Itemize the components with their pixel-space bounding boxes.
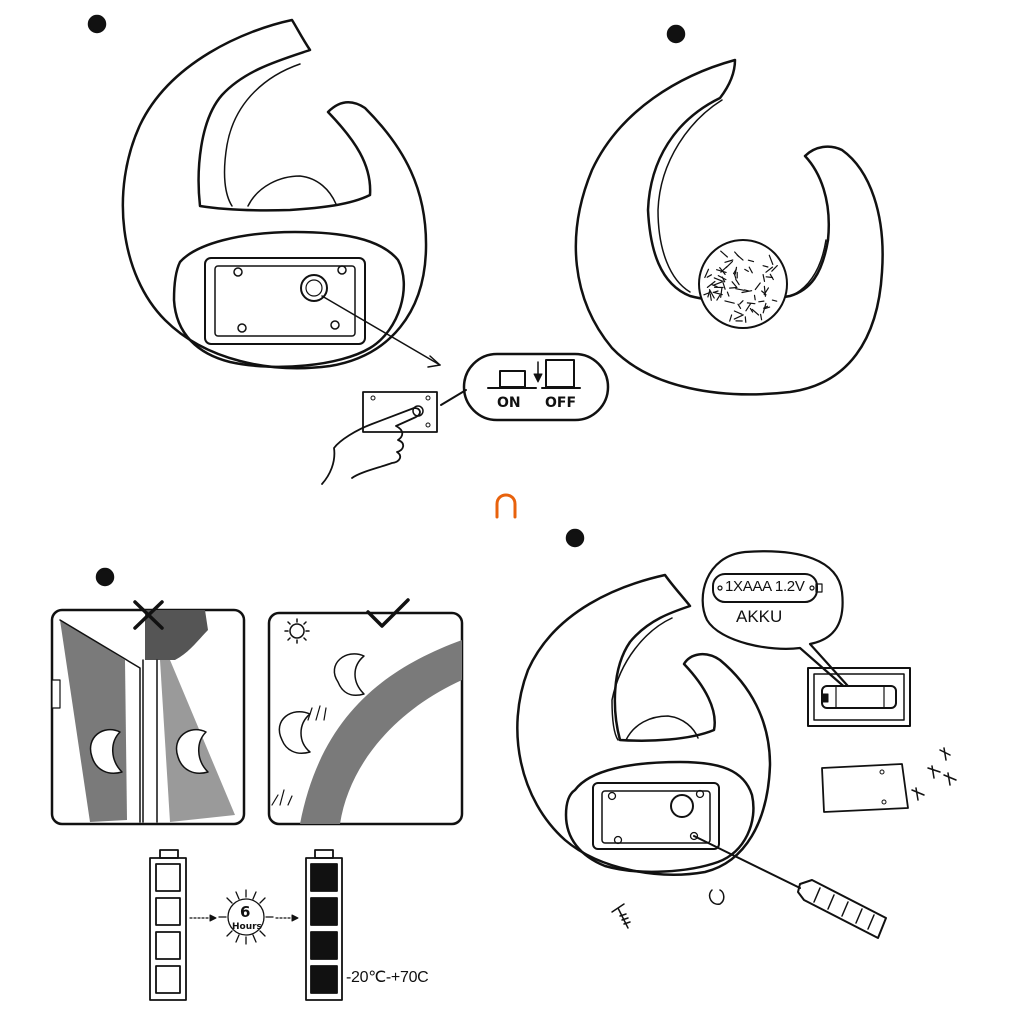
- speckle-mark: [726, 291, 730, 297]
- speckle-mark: [741, 290, 753, 294]
- speckle-mark: [711, 284, 718, 288]
- speckle-mark: [716, 294, 721, 301]
- check-mark-icon: [366, 598, 410, 628]
- speckle-mark: [744, 316, 747, 323]
- lamp-front-step-2: [574, 58, 884, 396]
- battery-empty-icon: [149, 849, 187, 1001]
- speckle-mark: [769, 273, 774, 281]
- lamp-front-step-1: [121, 18, 428, 370]
- speckle-mark: [724, 300, 735, 304]
- battery-type-label: AKKU: [736, 607, 783, 626]
- speckle-mark: [747, 259, 755, 263]
- speckle-mark: [725, 260, 734, 269]
- charging-hours-value: 6: [240, 903, 251, 921]
- speckle-mark: [746, 302, 756, 305]
- battery-compartment: [807, 667, 911, 727]
- screwdriver-icon: [693, 835, 887, 939]
- speckle-mark: [706, 280, 716, 288]
- screw-icon: [611, 903, 631, 929]
- speckle-mark: [736, 254, 744, 261]
- step-1-bullet-icon: [87, 14, 107, 34]
- speckle-mark: [712, 290, 719, 293]
- speckle-mark: [715, 269, 727, 273]
- step-3-bullet-icon: [95, 567, 115, 587]
- speckle-mark: [722, 281, 726, 290]
- speckle-mark: [709, 293, 712, 301]
- battery-callout: [701, 550, 867, 707]
- speckle-mark: [713, 277, 724, 282]
- speckle-mark: [737, 303, 742, 309]
- speckle-mark: [763, 306, 771, 310]
- speckle-mark: [759, 313, 763, 321]
- speckle-mark: [703, 291, 711, 296]
- speckle-mark: [713, 281, 723, 286]
- speckle-mark: [704, 268, 710, 279]
- speckle-mark: [765, 266, 774, 273]
- speckle-mark: [762, 302, 767, 314]
- moon-ball-texture: [703, 250, 778, 323]
- battery-cover: [821, 763, 909, 813]
- speckle-mark: [739, 300, 744, 305]
- speckle-mark: [754, 282, 761, 291]
- speckle-mark: [728, 286, 738, 289]
- leader-arrow: [321, 295, 441, 366]
- speckle-mark: [733, 314, 744, 320]
- speckle-mark: [745, 303, 752, 312]
- placement-bad-panel: [50, 608, 246, 826]
- speckle-mark: [762, 265, 769, 268]
- speckle-mark: [731, 281, 738, 288]
- speckle-mark: [771, 299, 778, 302]
- speckle-mark: [735, 278, 740, 286]
- speckle-mark: [720, 287, 723, 298]
- speckle-mark: [751, 308, 760, 316]
- switch-off-label: OFF: [545, 395, 577, 411]
- speckle-mark: [733, 273, 737, 279]
- speckle-mark: [749, 307, 754, 313]
- speckle-mark: [729, 314, 733, 322]
- sun-charge-icon: [218, 889, 274, 945]
- speckle-mark: [721, 276, 726, 283]
- placement-good-panel: [267, 611, 464, 826]
- speckle-mark: [733, 310, 743, 315]
- speckle-mark: [724, 259, 734, 263]
- speckle-mark: [744, 268, 749, 272]
- speckle-mark: [762, 274, 766, 282]
- speckle-mark: [706, 274, 713, 278]
- speckle-mark: [720, 250, 729, 258]
- switch-callout: [440, 352, 610, 422]
- speckle-mark: [748, 266, 753, 274]
- battery-full-icon: [305, 849, 343, 1001]
- temperature-range-label: -20℃-+70C: [346, 969, 429, 986]
- speckle-mark: [732, 268, 737, 275]
- lamp-back-step-4: [516, 573, 772, 876]
- speckle-mark: [708, 289, 715, 299]
- connector-mark: [495, 493, 517, 519]
- speckle-mark: [707, 289, 711, 298]
- speckle-mark: [763, 285, 767, 297]
- clip-ring: [708, 889, 725, 905]
- speckle-mark: [743, 289, 750, 292]
- charging-hours-label: Hours: [232, 922, 262, 932]
- speckle-mark: [735, 288, 745, 291]
- step-4-bullet-icon: [565, 528, 585, 548]
- speckle-mark: [758, 300, 765, 303]
- speckle-mark: [753, 294, 756, 301]
- hand-press-icon: [321, 391, 438, 485]
- screws-group-icon: [911, 747, 957, 801]
- speckle-mark: [768, 254, 774, 265]
- speckle-mark: [771, 265, 778, 272]
- sun-icon: [284, 618, 310, 644]
- cross-mark-icon: [133, 600, 164, 630]
- battery-spec-label: 1XAAA 1.2V: [725, 578, 805, 595]
- switch-on-label: ON: [497, 395, 521, 411]
- step-2-bullet-icon: [666, 24, 686, 44]
